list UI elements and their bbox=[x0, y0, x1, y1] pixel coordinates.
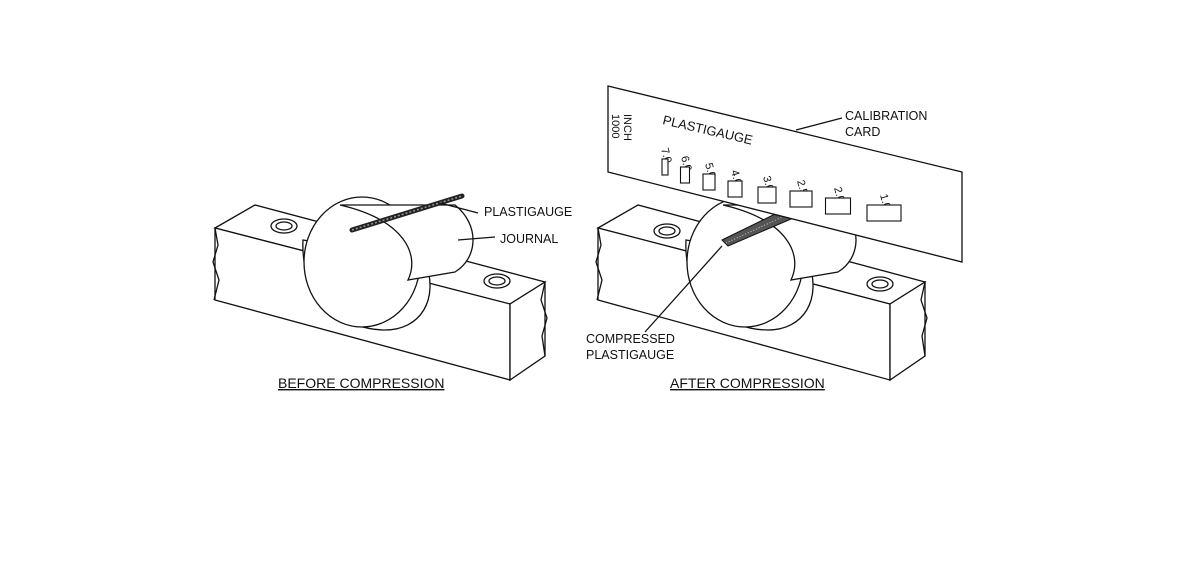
card-scale-bar bbox=[757, 186, 777, 204]
before-plastigauge-leader bbox=[439, 202, 479, 214]
before-bolt-hole-right-inner bbox=[488, 276, 506, 286]
card-scale-bar bbox=[789, 190, 813, 208]
before-compression-illustration bbox=[212, 193, 548, 382]
before-journal-body bbox=[339, 204, 474, 281]
before-block-left-break bbox=[212, 227, 220, 301]
before-plastigauge-strip-highlight bbox=[351, 195, 463, 231]
after-label-calibration-1: CALIBRATION bbox=[845, 109, 927, 123]
card-unit-line1: INCH bbox=[621, 114, 633, 141]
before-label-plastigauge: PLASTIGAUGE bbox=[484, 205, 572, 219]
after-compressed-leader bbox=[644, 245, 723, 333]
card-scale-bar bbox=[866, 204, 902, 222]
card-scale-bar bbox=[702, 173, 716, 191]
after-bolt-hole-right-inner bbox=[871, 279, 889, 289]
after-block-left-break bbox=[595, 227, 603, 301]
after-compressed-plastigauge-hatch bbox=[725, 199, 820, 244]
card-unit-line2: 1000 bbox=[609, 114, 621, 138]
before-label-journal: JOURNAL bbox=[500, 232, 558, 246]
before-bolt-hole-left-inner bbox=[275, 221, 293, 231]
after-block-right-break bbox=[920, 281, 928, 357]
card-scale-bar bbox=[679, 166, 691, 184]
after-label-compressed-1: COMPRESSED bbox=[586, 332, 675, 346]
card-scale-bar bbox=[661, 158, 669, 176]
card-scale-bar bbox=[824, 197, 852, 215]
before-journal-leader bbox=[457, 236, 496, 241]
after-label-compressed-2: PLASTIGAUGE bbox=[586, 348, 674, 362]
after-bolt-hole-right bbox=[866, 276, 894, 292]
card-scale-bar bbox=[727, 180, 743, 198]
after-label-calibration-2: CARD bbox=[845, 125, 880, 139]
before-bolt-hole-left bbox=[270, 218, 298, 234]
after-bolt-hole-left bbox=[653, 223, 681, 239]
card-unit-group: INCH 1000 bbox=[609, 114, 633, 141]
after-compression-illustration bbox=[595, 195, 928, 382]
before-block-right-break bbox=[540, 281, 548, 357]
calibration-card-leader bbox=[795, 117, 843, 131]
after-bolt-hole-left-inner bbox=[658, 226, 676, 236]
after-caption: AFTER COMPRESSION bbox=[670, 375, 825, 391]
before-caption: BEFORE COMPRESSION bbox=[278, 375, 444, 391]
before-bolt-hole-right bbox=[483, 273, 511, 289]
